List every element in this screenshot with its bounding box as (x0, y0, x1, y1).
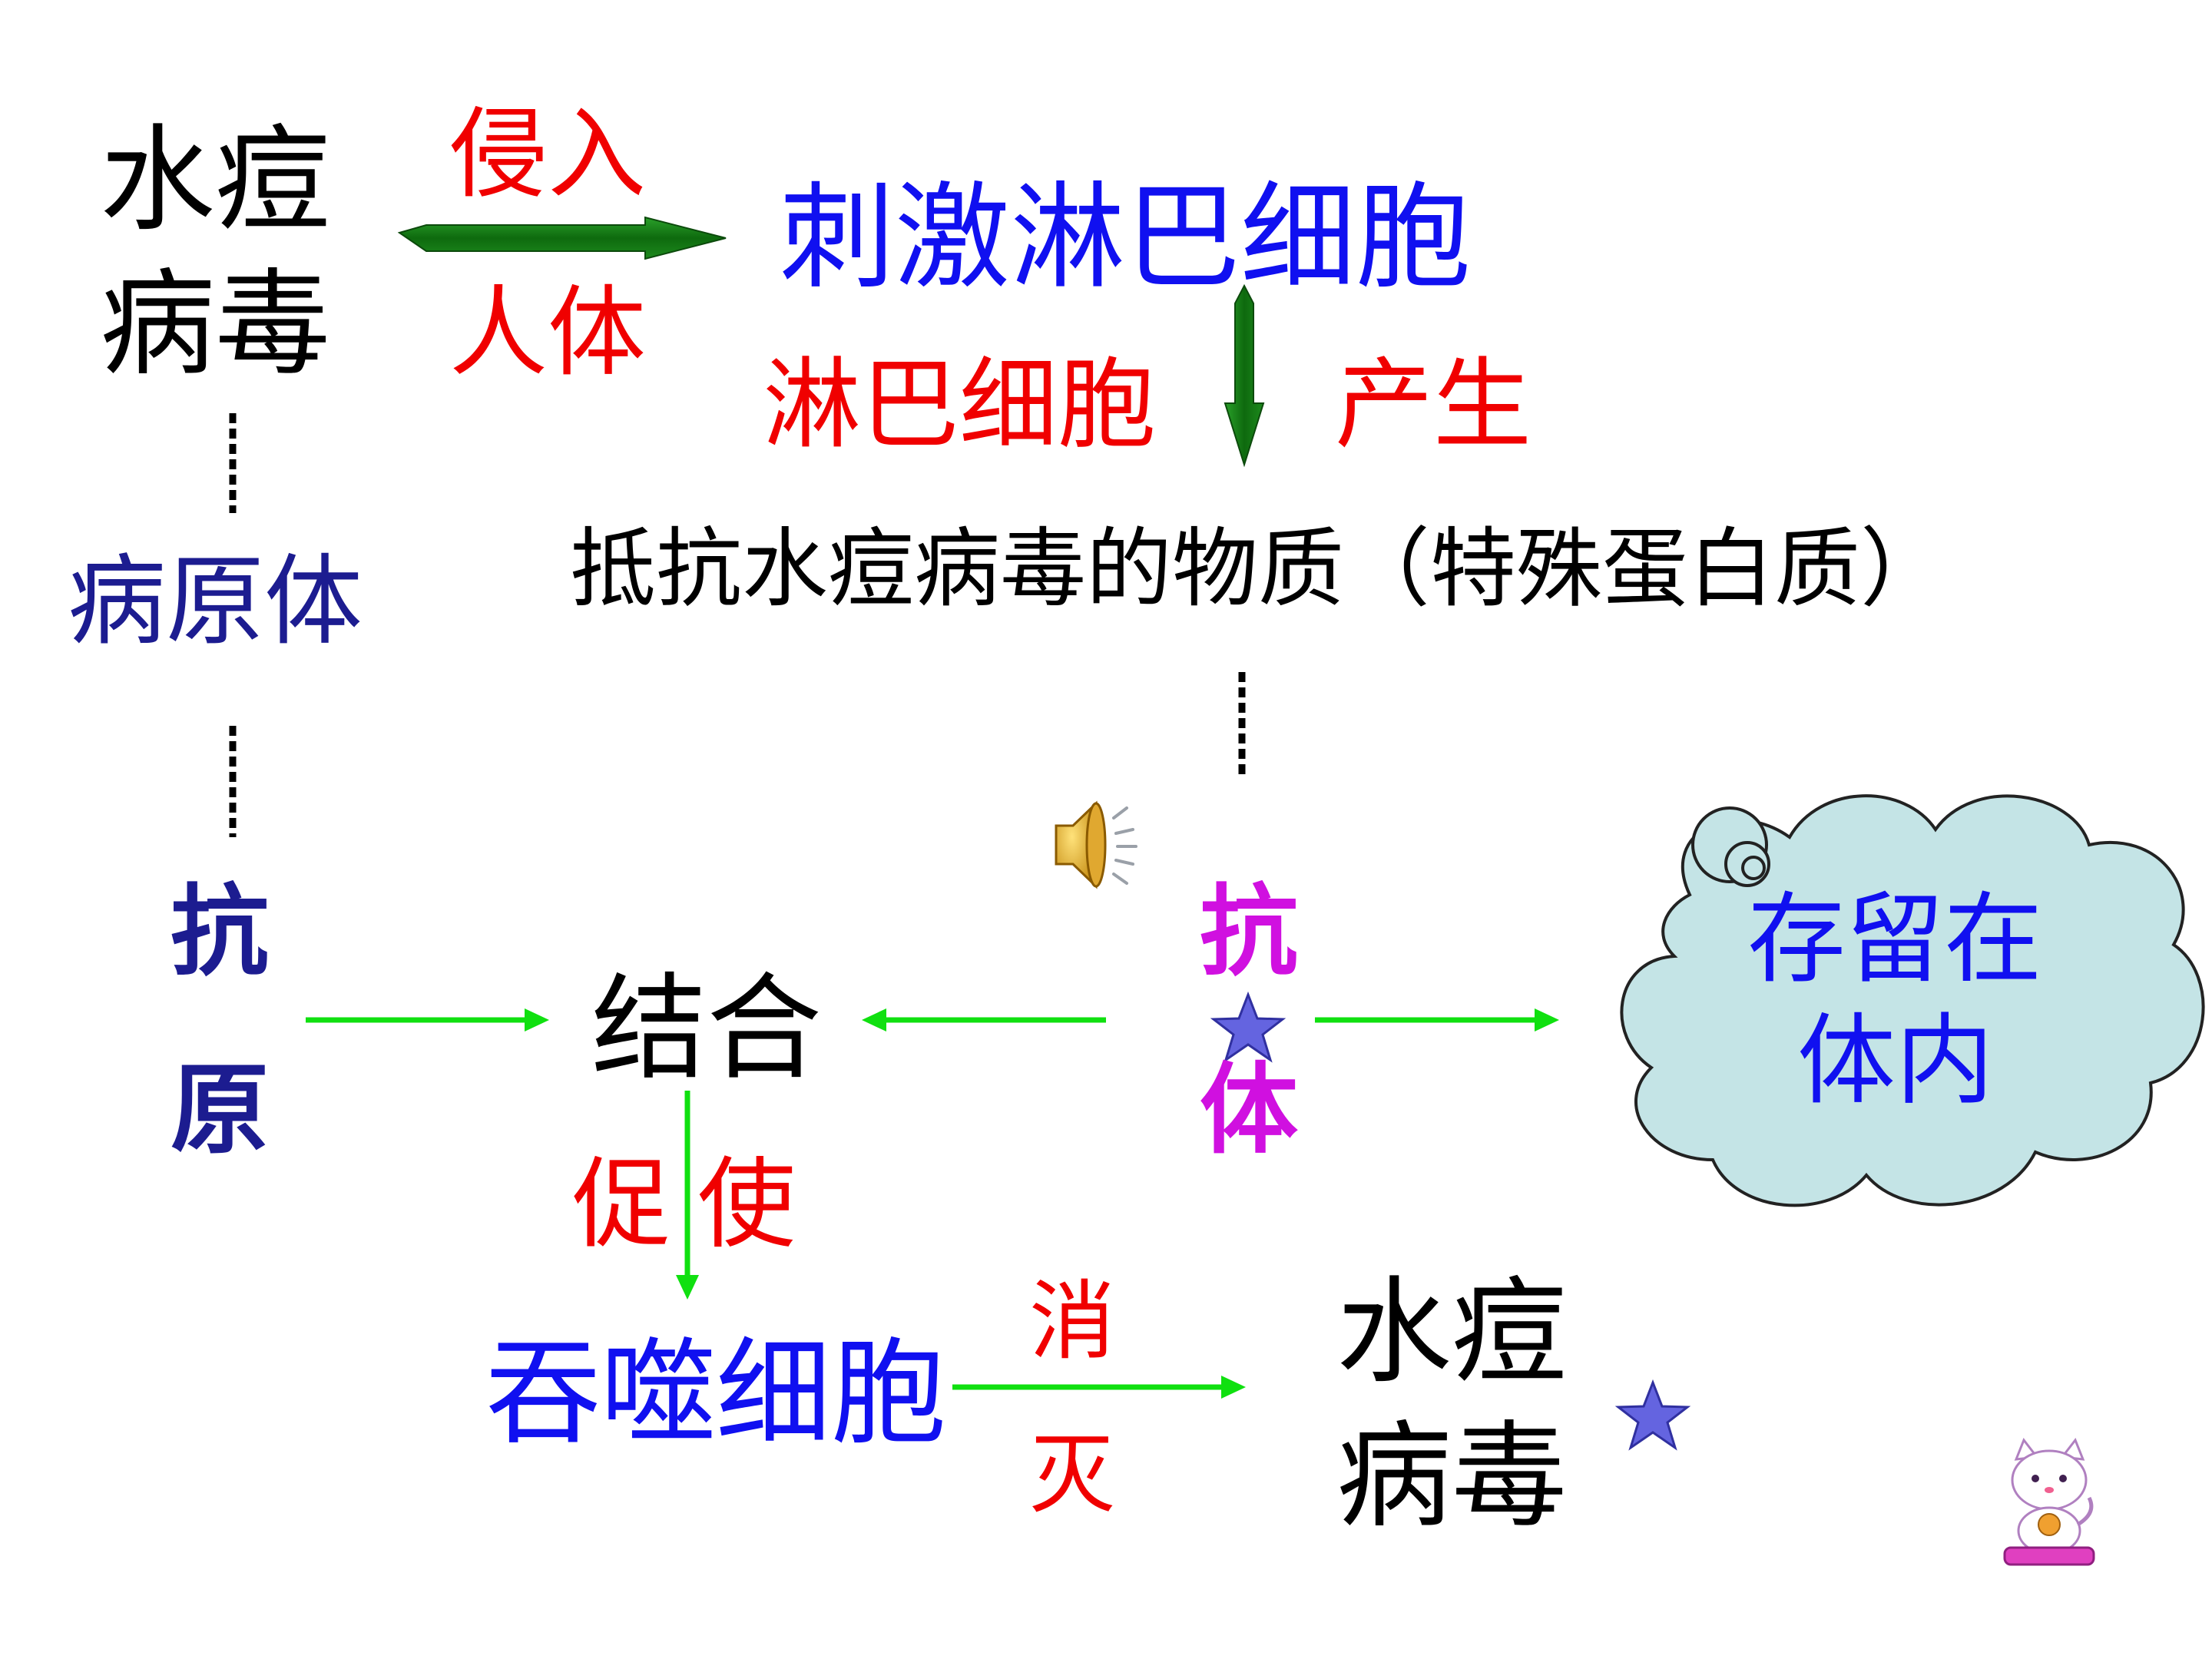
antibody-remain-arrow (1315, 1008, 1559, 1031)
stimulate-lymph-label: 刺激淋巴细胞 (780, 171, 1472, 305)
speaker-icon[interactable] (1055, 800, 1137, 889)
remain-line2: 体内 (1797, 1004, 1995, 1118)
star-icon (1210, 991, 1286, 1063)
substance-label: 抵抗水痘病毒的物质（特殊蛋白质） (570, 519, 1946, 619)
antibody-combine-arrow (862, 1008, 1106, 1031)
produce-label: 产生 (1335, 348, 1532, 462)
destroy-char2: 灭 (1029, 1426, 1115, 1525)
pathogen-label: 病原体 (68, 545, 363, 659)
combine-phagocyte-arrow (676, 1091, 699, 1300)
remain-line1: 存留在 (1747, 882, 2043, 997)
cat-mascot-icon (2003, 1438, 2095, 1566)
phagocyte-label: 吞噬细胞 (485, 1327, 947, 1461)
antigen-char2: 原 (171, 1053, 270, 1167)
antigen-char1: 抗 (171, 875, 270, 989)
invade-arrow (397, 216, 727, 260)
thought-cloud (1620, 794, 2205, 1207)
invade-bottom-label: 人体 (449, 276, 647, 390)
virus-top-line1: 水痘 (100, 114, 331, 247)
phagocyte-virus-arrow (952, 1376, 1246, 1399)
virus-top-line2: 病毒 (100, 258, 331, 392)
lymph-cell-label: 淋巴细胞 (763, 348, 1157, 462)
virus-bottom-line1: 水痘 (1336, 1266, 1568, 1399)
promote-char1: 促 (572, 1147, 671, 1262)
antibody-char2: 体 (1200, 1053, 1299, 1167)
invade-top-label: 侵入 (449, 98, 647, 212)
produce-arrow (1224, 283, 1265, 468)
destroy-char1: 消 (1029, 1272, 1115, 1372)
virus-bottom-line2: 病毒 (1336, 1410, 1568, 1544)
antigen-combine-arrow (306, 1008, 549, 1031)
combine-label: 结合 (591, 962, 823, 1096)
promote-char2: 使 (697, 1147, 796, 1262)
antibody-char1: 抗 (1200, 875, 1299, 989)
star-icon (1614, 1379, 1691, 1451)
